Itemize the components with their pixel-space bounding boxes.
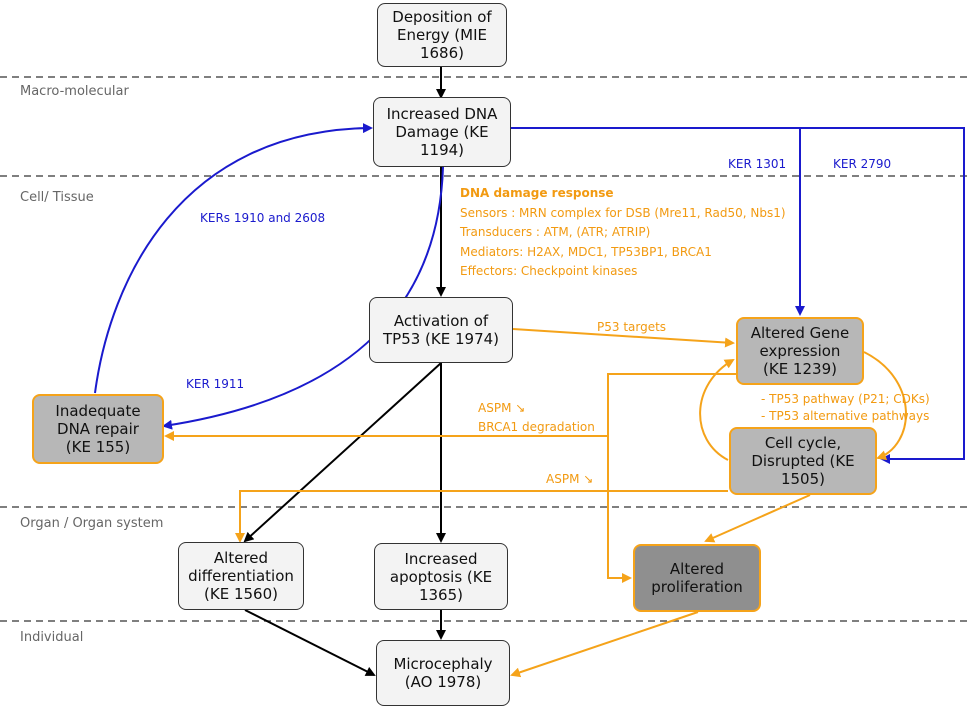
level-label-organ: Organ / Organ system [20, 516, 164, 531]
ddr-transducers: Transducers : ATM, (ATR; ATRIP) [460, 225, 651, 239]
node-ao-microcephaly: Microcephaly (AO 1978) [376, 640, 510, 706]
node-ke-altered-proliferation: Altered proliferation [633, 544, 761, 612]
dna-damage-response-annotation: DNA damage response Sensors : MRN comple… [460, 184, 786, 282]
edge-cell-cycle-to-proliferation [704, 494, 811, 543]
edge-gene-expression-to-cell-cycle [863, 351, 907, 461]
edge-label-ker-2790: KER 2790 [833, 157, 892, 171]
edge-dna-damage-to-cell-cycle [510, 127, 965, 464]
edge-tp53-to-gene-expression [512, 328, 735, 348]
level-label-cell: Cell/ Tissue [20, 190, 94, 205]
ddr-mediators: Mediators: H2AX, MDC1, TP53BP1, BRCA1 [460, 244, 712, 259]
edge-proliferation-to-microcephaly [510, 611, 699, 678]
node-ke-altered-gene-expression: Altered Gene expression (KE 1239) [736, 317, 864, 385]
node-ke-inadequate-dna-repair: Inadequate DNA repair (KE 155) [32, 394, 164, 464]
edge-label-p53-targets: P53 targets [597, 320, 667, 334]
edge-label-kers-1910-2608: KERs 1910 and 2608 [200, 211, 326, 225]
edge-gene-expression-to-dna-repair [164, 373, 736, 441]
ddr-effectors: Effectors: Checkpoint kinases [460, 264, 638, 278]
edge-label-tp53-pathways: - TP53 pathway (P21; CDKs) - TP53 altern… [761, 392, 930, 423]
node-ke-altered-differentiation: Altered differentiation (KE 1560) [178, 542, 304, 610]
edge-label-ker-1301: KER 1301 [728, 157, 787, 171]
edge-gene-expression-to-proliferation [607, 436, 632, 583]
edge-dna-repair-to-dna-damage [94, 123, 373, 394]
node-ke-increased-dna-damage: Increased DNA Damage (KE 1194) [373, 97, 511, 167]
node-ke-increased-apoptosis: Increased apoptosis (KE 1365) [374, 543, 508, 610]
edge-cell-cycle-to-differentiation [235, 490, 728, 543]
node-ke-cell-cycle-disrupted: Cell cycle, Disrupted (KE 1505) [729, 427, 877, 495]
edge-label-ker-1911: KER 1911 [186, 377, 245, 391]
ddr-sensors: Sensors : MRN complex for DSB (Mre11, Ra… [460, 205, 786, 220]
node-ke-activation-of-tp53: Activation of TP53 (KE 1974) [369, 297, 513, 363]
node-mie-deposition-of-energy: Deposition of Energy (MIE 1686) [377, 3, 507, 67]
edge-differentiation-to-microcephaly [244, 609, 376, 676]
edge-label-aspm-brca1: ASPM ↘ BRCA1 degradation [478, 401, 595, 434]
edge-tp53-to-differentiation [243, 362, 442, 543]
ddr-title: DNA damage response [460, 186, 614, 200]
level-label-macro: Macro-molecular [20, 84, 129, 99]
edge-label-aspm: ASPM ↘ [546, 472, 594, 486]
edge-cell-cycle-to-gene-expression [699, 358, 735, 461]
level-label-individual: Individual [20, 630, 84, 645]
